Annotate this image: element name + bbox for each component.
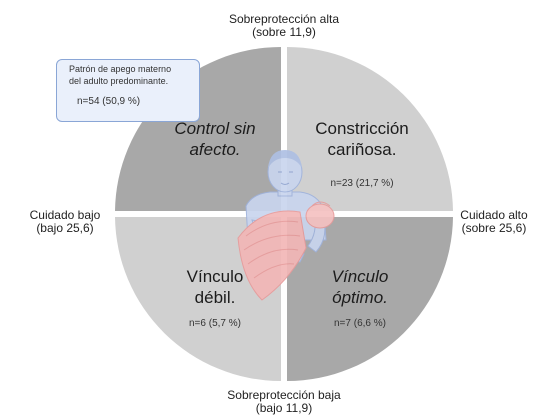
quadrant-count-vinculo-debil: n=6 (5,7 %) <box>189 318 241 329</box>
callout-count: n=54 (50,9 %) <box>77 96 141 107</box>
quadrant-bottom-right <box>287 217 453 381</box>
predominant-pattern-callout: Patrón de apego materno del adulto predo… <box>56 59 200 122</box>
axis-label-left: Cuidado bajo(bajo 25,6) <box>29 208 101 235</box>
quadrant-top-right <box>287 47 453 211</box>
axis-label-right: Cuidado alto(sobre 25,6) <box>460 208 528 235</box>
quadrant-top-left <box>115 47 281 211</box>
callout-line-2: del adulto predominante. <box>69 76 169 86</box>
quadrant-count-vinculo-optimo: n=7 (6,6 %) <box>334 318 386 329</box>
axis-label-bottom: Sobreprotección baja(bajo 11,9) <box>227 388 341 415</box>
quadrant-count-constriccion-carinosa: n=23 (21,7 %) <box>330 178 394 189</box>
callout-line-1: Patrón de apego materno <box>69 64 172 74</box>
quadrant-bottom-left <box>115 217 281 382</box>
mother-holding-baby-icon <box>237 150 335 301</box>
axis-label-top: Sobreprotección alta(sobre 11,9) <box>228 12 340 39</box>
